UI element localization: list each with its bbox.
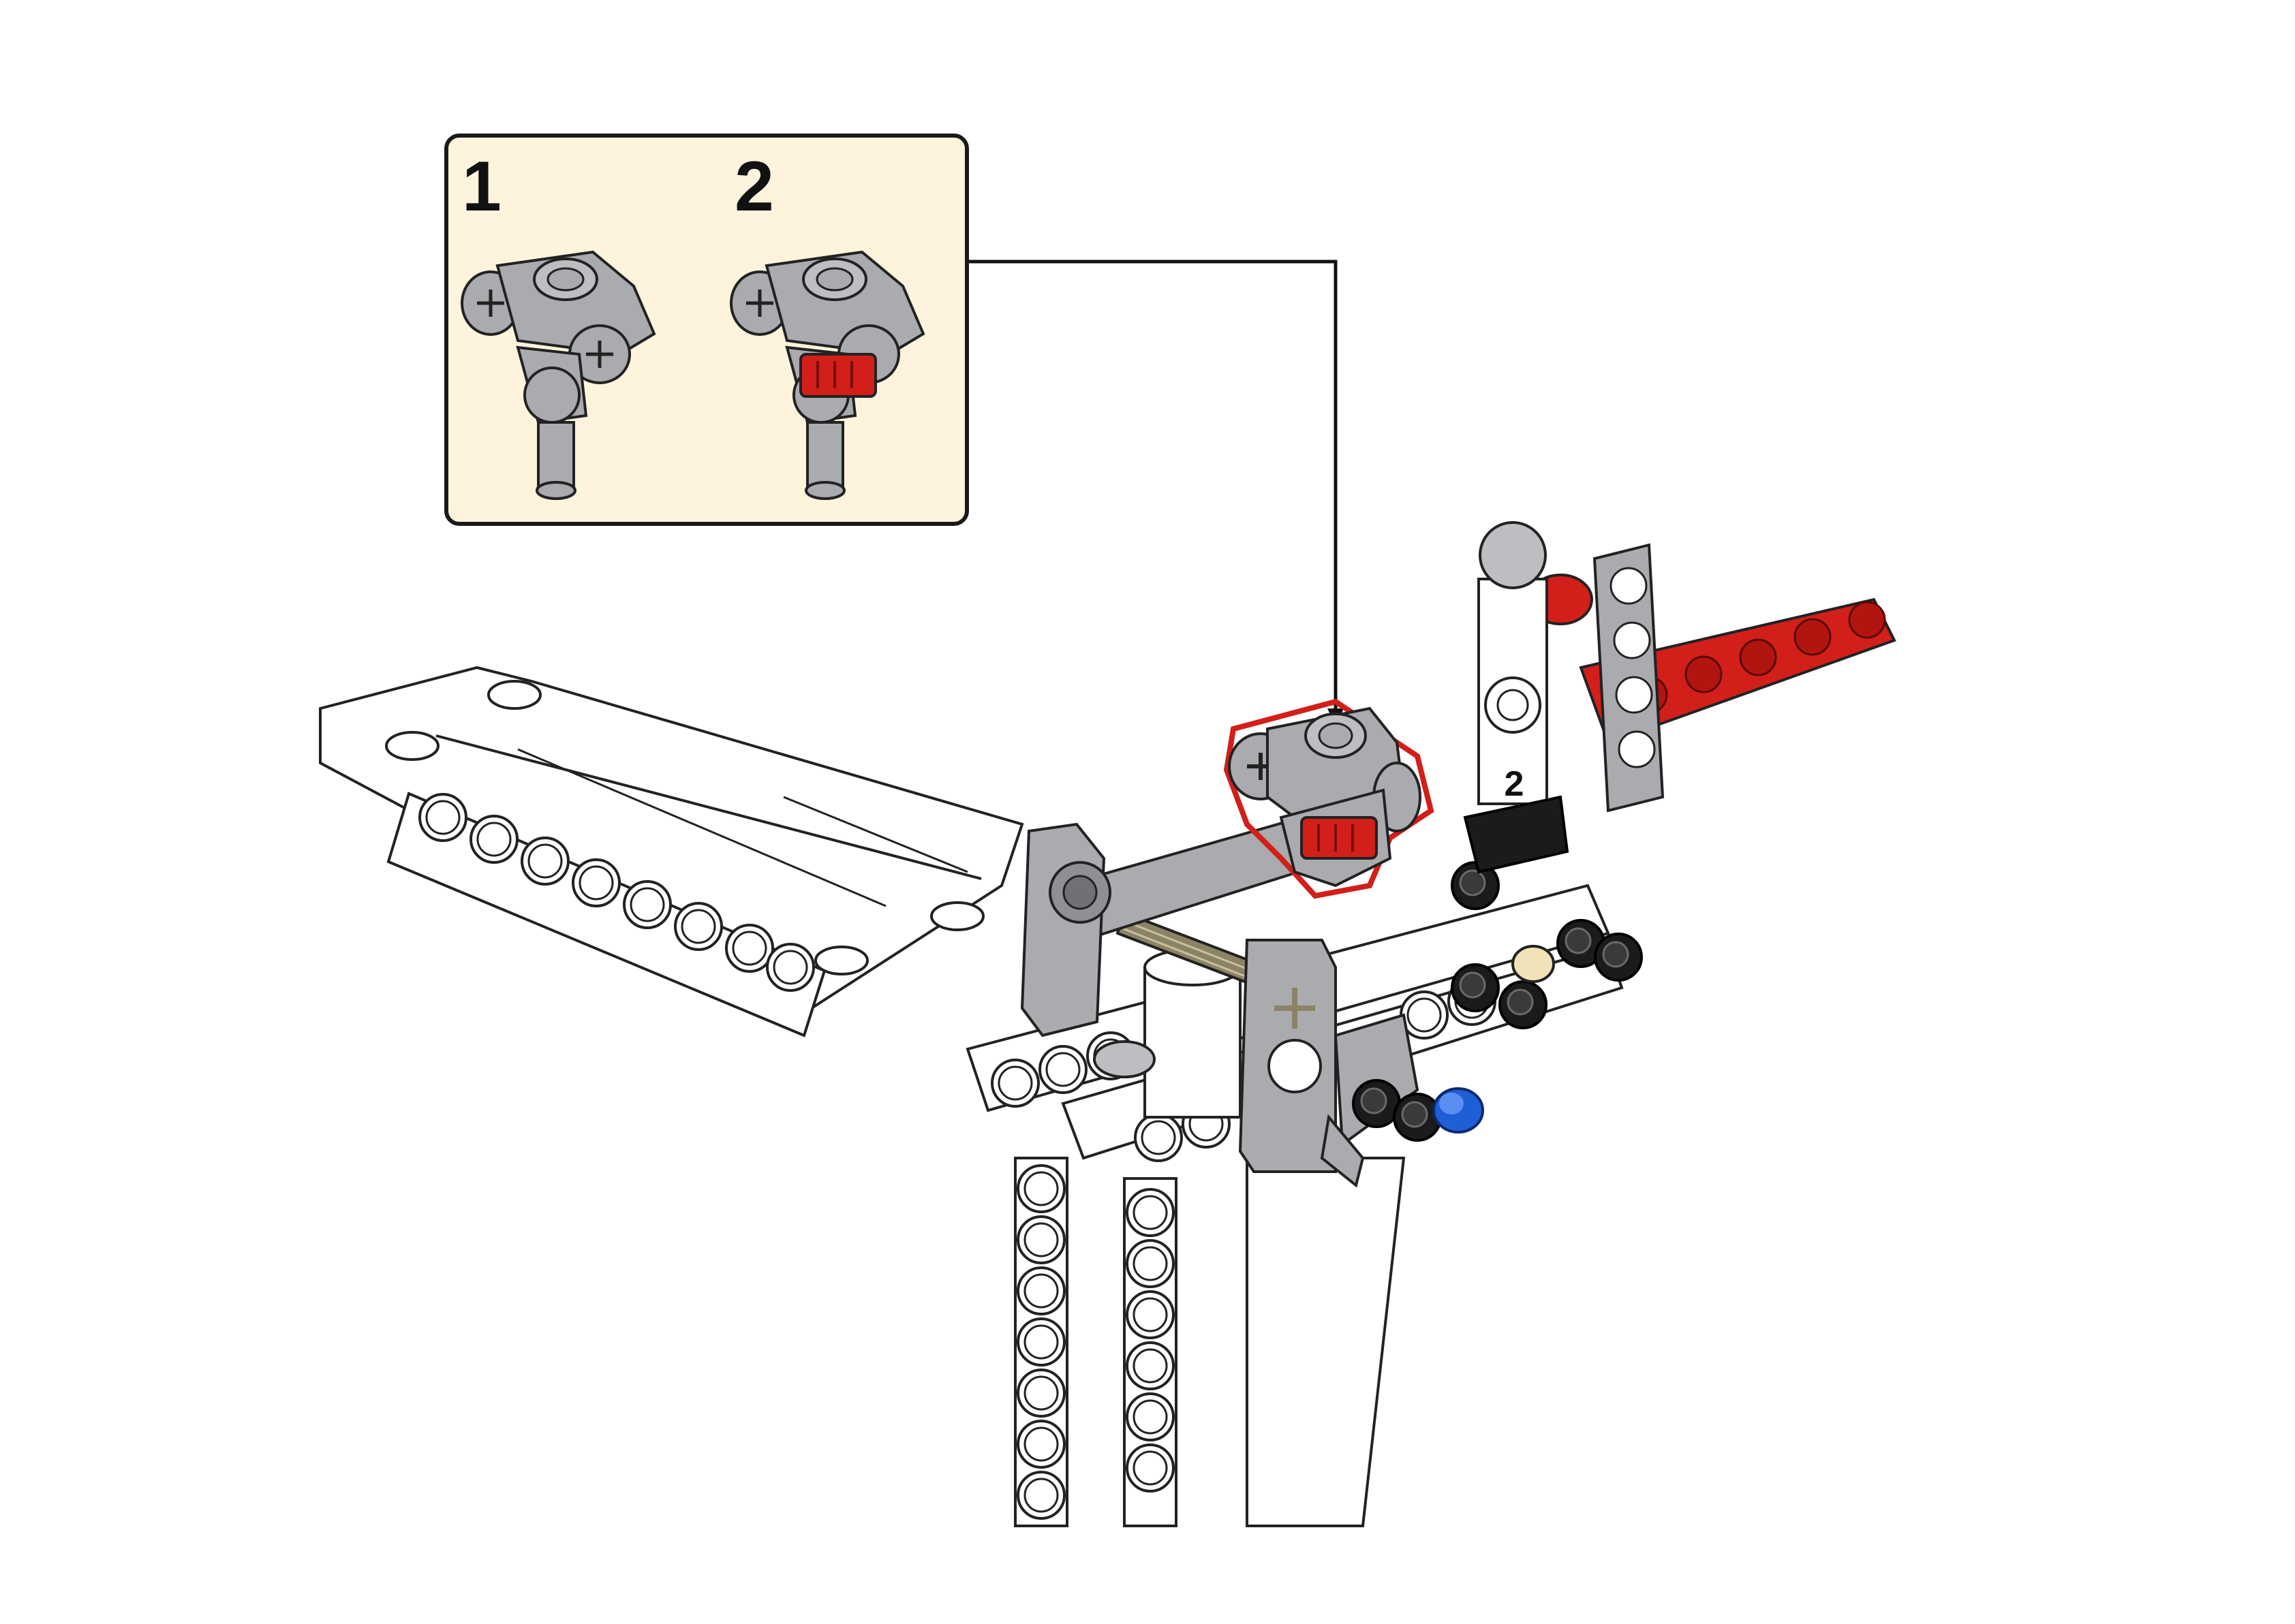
tan-pin [1511,945,1555,983]
ball-joint-icon [1479,521,1547,589]
highlighted-new-part [1223,698,1434,899]
red-pin-icon [1300,816,1378,860]
callout-leader-line [969,260,1338,722]
gray-liftarm-vertical [1592,543,1665,813]
vertical-white-beam-left [1014,1157,1068,1527]
vertical-white-beam-right [1123,1177,1177,1527]
substep-number-2: 2 [735,147,774,226]
blue-pin [1432,1087,1484,1134]
white-wing-panel [319,666,1024,1024]
callout-box [444,134,969,526]
parts-label: 2 [1505,764,1524,804]
substep-number-1: 1 [462,147,502,226]
white-panel-lower [1246,1157,1406,1527]
white-liftarm-diagonal [386,792,827,1037]
ball-joint-axle: 2 [1463,521,1569,874]
